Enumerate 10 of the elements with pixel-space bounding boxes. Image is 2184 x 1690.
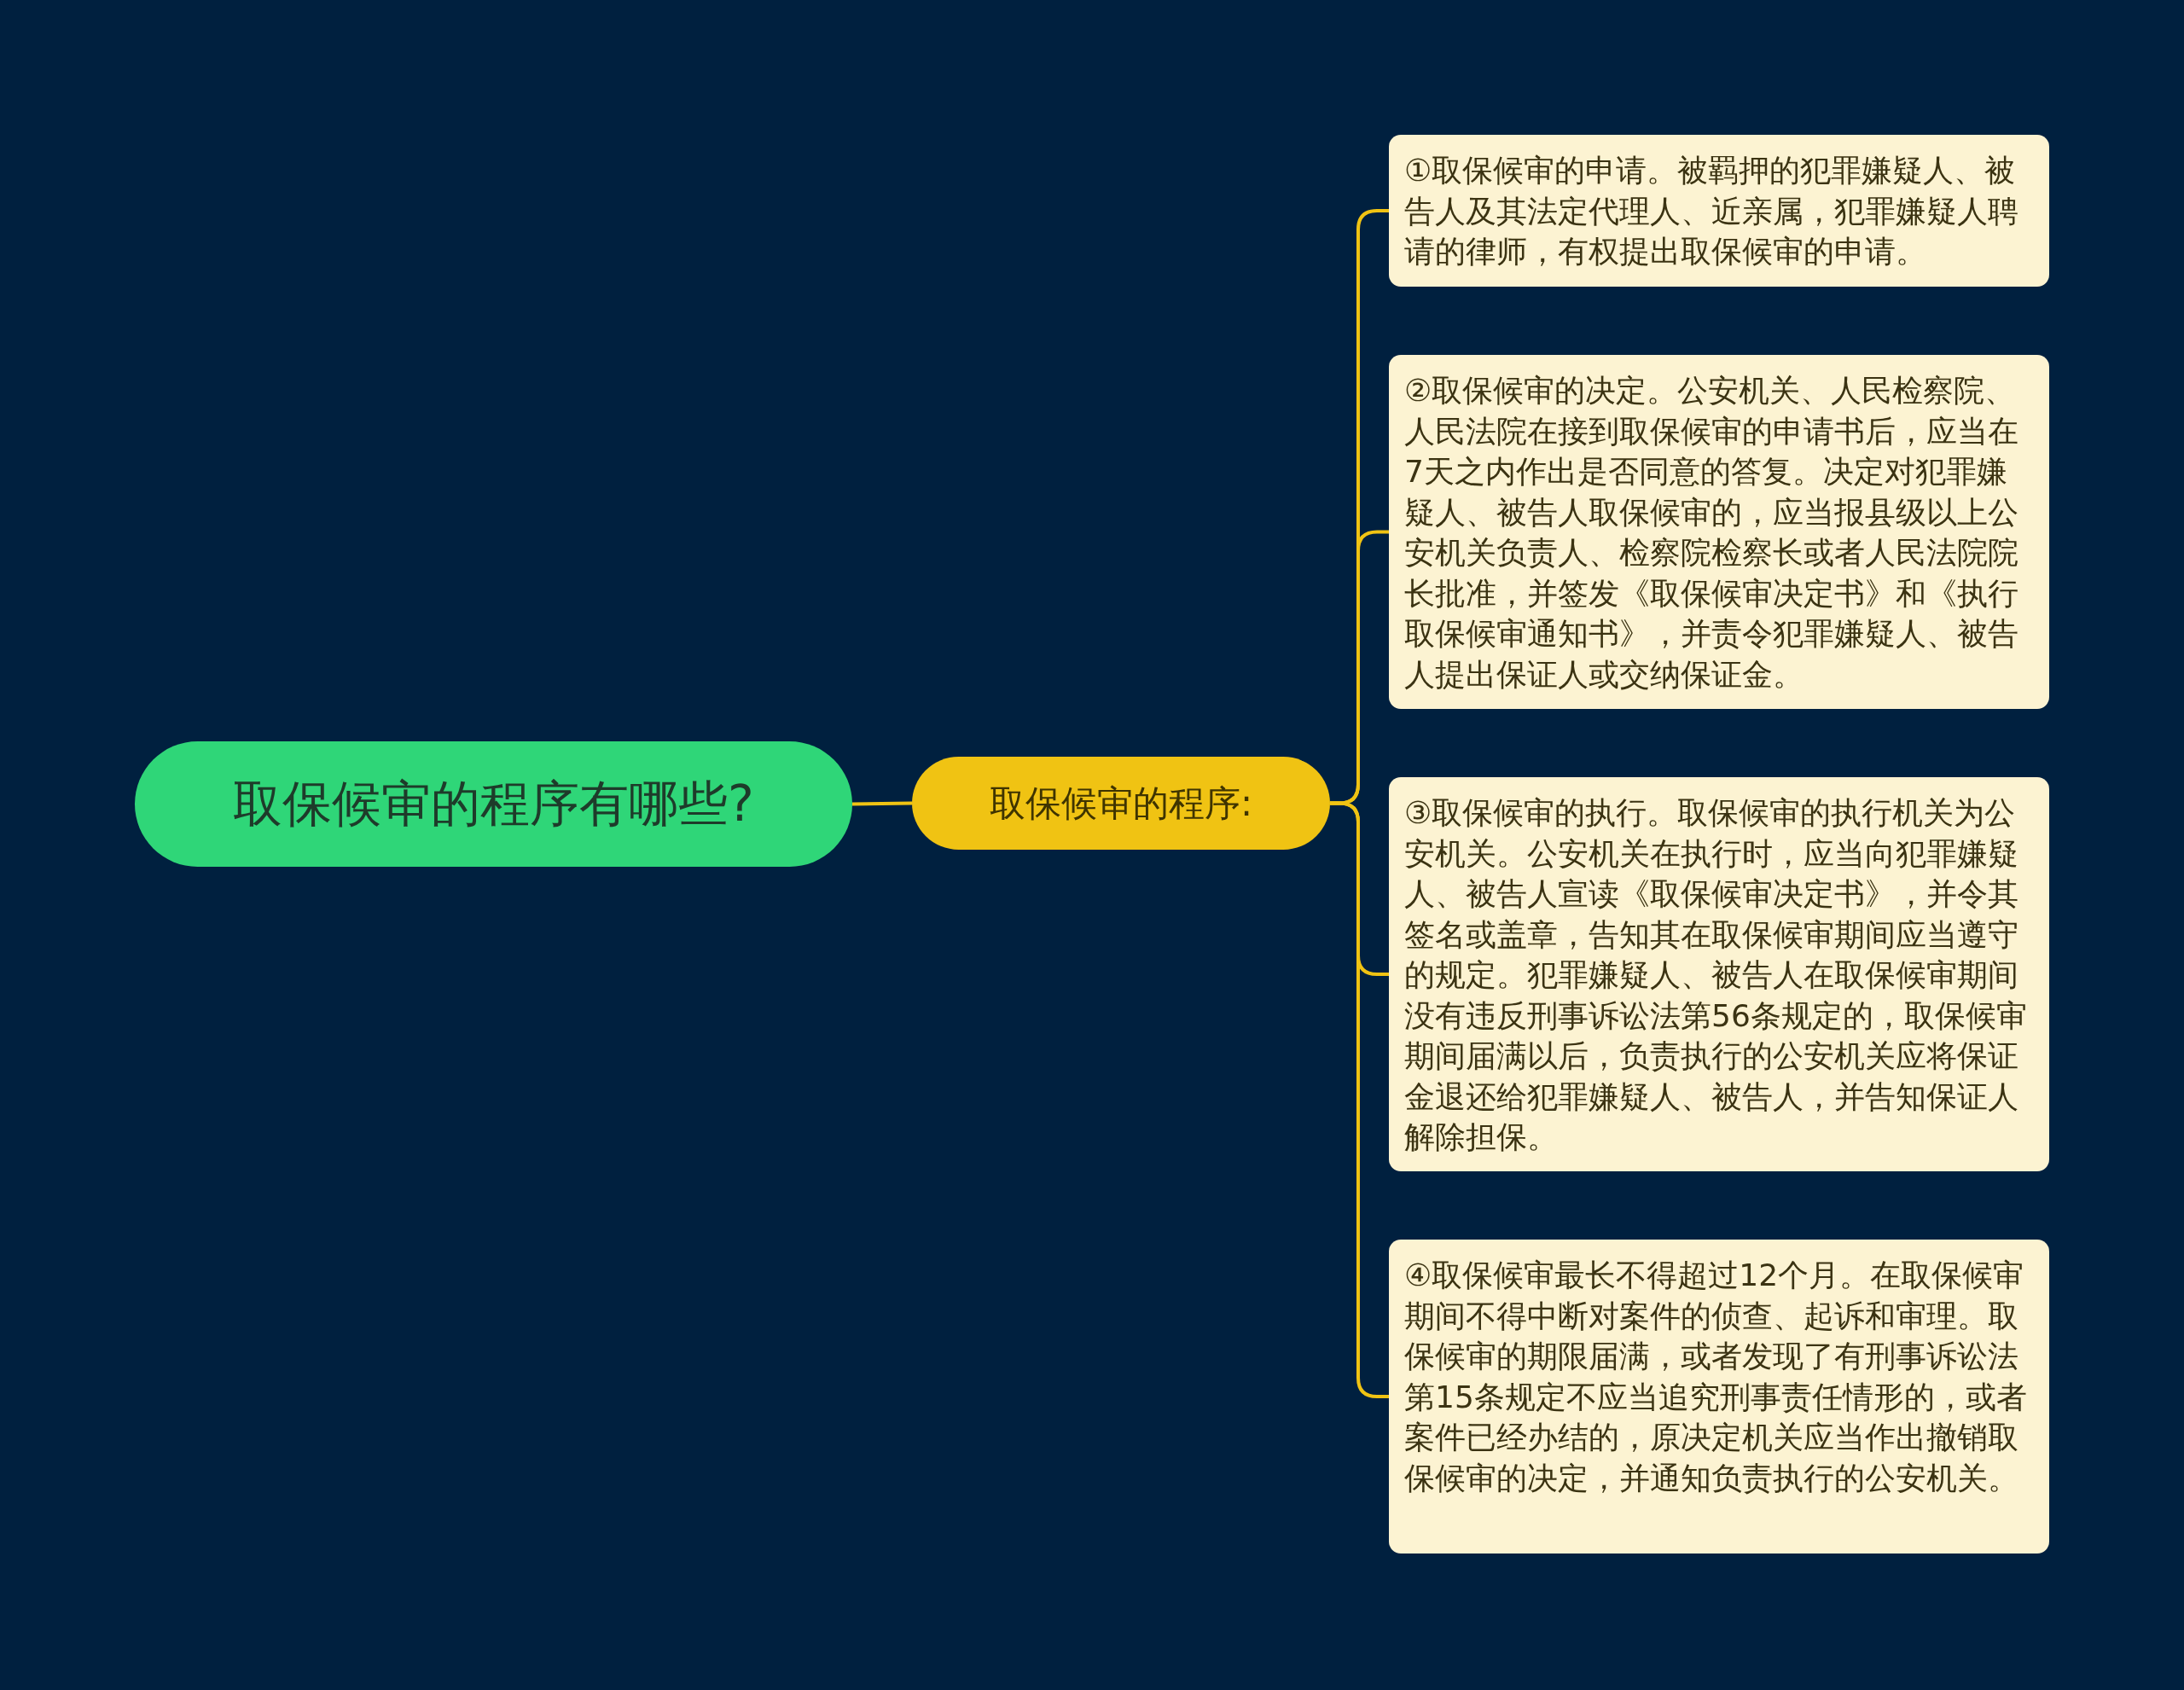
note-card [1389, 1240, 2049, 1554]
note-text: ④取保候审最长不得超过12个月。在取保候审期间不得中断对案件的侦查、起诉和审理。取保候审的期限届满，或者发现了有刑事诉讼法第15条规定不应当追究刑事责任情形的，或者案件已经办结的，原决定机关应当作出撤销取保候审的决定，并通知负责执行的公安机关。 [1404, 1257, 2027, 1495]
note-text: ②取保候审的决定。公安机关、人民检察院、人民法院在接到取保候审的申请书后，应当在7天之内作出是否同意的答复。决定对犯罪嫌疑人、被告人取保候审的，应当报县级以上公安机关负责人、检察院检察长或者人民法院院长批准，并签发《取保候审决定书》和《执行取保候审通知书》，并责令犯罪嫌疑人、被告人提出保证人或交纳保证金。 [1404, 373, 2018, 692]
topic-text: 取保候审的程序有哪些? [233, 773, 754, 834]
note-card [1389, 355, 2049, 709]
note-text: ③取保候审的执行。取保候审的执行机关为公安机关。公安机关在执行时，应当向犯罪嫌疑人、被告人宣读《取保候审决定书》，并令其签名或盖章，告知其在取保候审期间应当遵守的规定。犯罪嫌疑人、被告人在取保候审期间没有违反刑事诉讼法第56条规定的，取保候审期间届满以后，负责执行的公安机关应将保证金退还给犯罪嫌疑人、被告人，并告知保证人解除担保。 [1404, 795, 2027, 1154]
note-text: ①取保候审的申请。被羁押的犯罪嫌疑人、被告人及其法定代理人、近亲属，犯罪嫌疑人聘请的律师，有权提出取保候审的申请。 [1404, 153, 2018, 269]
topic-text: 取保候审的程序: [989, 781, 1253, 826]
connector-line [851, 801, 913, 806]
note-card [1389, 135, 2049, 287]
